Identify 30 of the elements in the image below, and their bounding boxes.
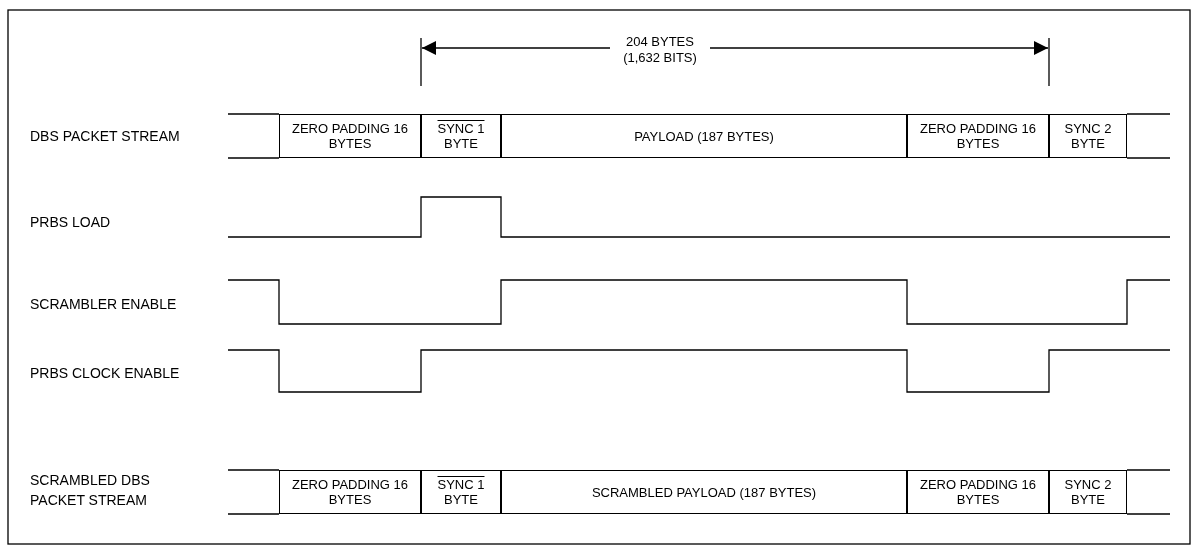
signal-name: DBS PACKET STREAM — [30, 127, 180, 146]
cell-text: BYTE — [1070, 136, 1106, 151]
cell-text: ZERO PADDING 16 BYTES — [290, 477, 410, 507]
packet-field-cell — [907, 114, 1049, 158]
cell-text: PAYLOAD (187 BYTES) — [633, 128, 775, 144]
cell-text: BYTE — [1070, 492, 1106, 507]
cell-text: BYTE — [443, 136, 479, 151]
packet-field-cell — [279, 114, 421, 158]
cell-text: SYNC 1 — [436, 477, 486, 492]
signal-name: SCRAMBLER ENABLE — [30, 295, 177, 314]
cell-text: SYNC 2 — [1063, 477, 1113, 492]
packet-field-cell — [1049, 114, 1127, 158]
cell-text: SYNC 2 — [1063, 121, 1113, 136]
signal-name: PRBS CLOCK ENABLE — [30, 364, 180, 383]
packet-field-cell — [501, 114, 907, 158]
cell-text: BYTE — [443, 492, 479, 507]
cell-text: ZERO PADDING 16 BYTES — [918, 477, 1038, 507]
packet-field-cell — [279, 470, 421, 514]
packet-field-cell — [1049, 470, 1127, 514]
cell-text: SYNC 1 — [436, 121, 486, 136]
signal-name: PRBS LOAD — [30, 213, 111, 232]
signal-name: SCRAMBLED DBS PACKET STREAM — [30, 471, 151, 510]
packet-field-cell — [421, 114, 501, 158]
packet-field-cell — [501, 470, 907, 514]
packet-field-cell — [421, 470, 501, 514]
cell-text: ZERO PADDING 16 BYTES — [290, 121, 410, 151]
cell-text: ZERO PADDING 16 BYTES — [918, 121, 1038, 151]
dimension-label: 204 BYTES (1,632 BITS) — [610, 34, 710, 66]
cell-text: SCRAMBLED PAYLOAD (187 BYTES) — [590, 484, 818, 500]
packet-field-cell — [907, 470, 1049, 514]
